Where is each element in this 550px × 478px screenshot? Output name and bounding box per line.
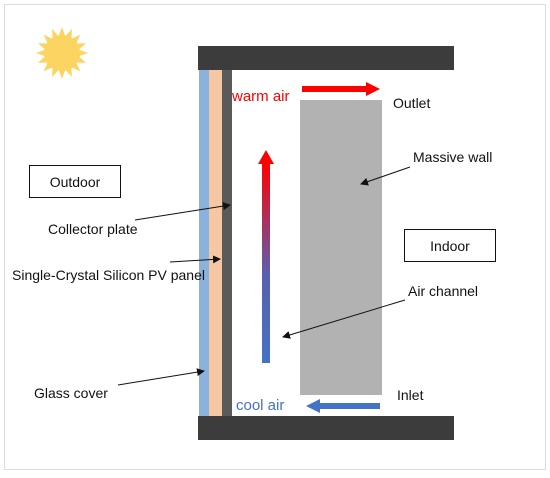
indoor-label: Indoor — [430, 238, 470, 254]
bottom-frame — [198, 416, 454, 440]
pointer-air-channel — [282, 299, 406, 339]
inlet-label: Inlet — [397, 387, 424, 403]
top-frame — [198, 46, 454, 70]
air-channel-label: Air channel — [408, 283, 478, 299]
glass-cover-label: Glass cover — [34, 385, 108, 401]
figure-border — [4, 4, 546, 470]
pointer-collector-plate — [134, 202, 231, 221]
glass-cover — [199, 70, 209, 416]
pointer-glass-cover — [117, 368, 205, 386]
warm-air-label: warm air — [231, 88, 290, 105]
pointer-pv-panel — [169, 255, 221, 264]
cool-air-arrow — [306, 399, 380, 413]
pointer-massive-wall — [360, 166, 411, 186]
warm-air-arrow — [302, 82, 380, 96]
pointer-lines — [117, 166, 411, 386]
outdoor-label: Outdoor — [50, 174, 101, 190]
indoor-box — [404, 229, 496, 262]
cool-air-label: cool air — [236, 397, 284, 414]
pv-panel-label: Single-Crystal Silicon PV panel — [12, 267, 205, 283]
collector-plate — [222, 70, 232, 416]
air-flow-arrow — [258, 150, 274, 363]
massive-wall — [300, 100, 382, 395]
outlet-label: Outlet — [393, 95, 430, 111]
collector-plate-label: Collector plate — [48, 221, 138, 237]
sun-icon — [36, 27, 88, 79]
pv-panel — [209, 70, 222, 416]
outdoor-box — [29, 165, 121, 198]
massive-wall-label: Massive wall — [413, 149, 492, 165]
